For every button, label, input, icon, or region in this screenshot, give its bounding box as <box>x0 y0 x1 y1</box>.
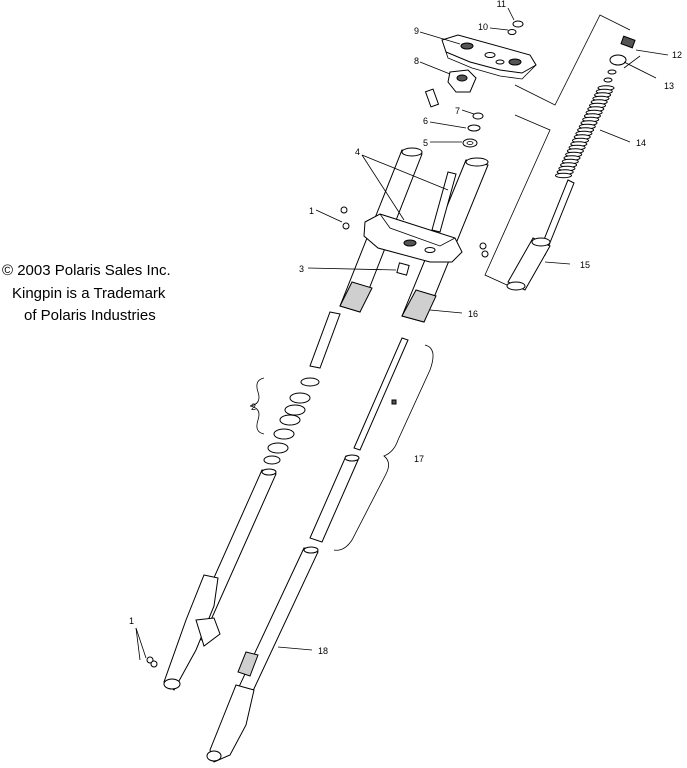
copyright-line-2: Kingpin is a Trademark <box>12 285 166 302</box>
callout-6: 6 <box>423 116 428 126</box>
callout-15: 15 <box>580 260 590 270</box>
callout-18: 18 <box>318 646 328 656</box>
callout-8: 8 <box>414 56 419 66</box>
copyright-line-3: of Polaris Industries <box>24 307 156 324</box>
callout-12: 12 <box>672 50 682 60</box>
callout-16: 16 <box>468 309 478 319</box>
callout-13: 13 <box>664 81 674 91</box>
callout-1-lower: 1 <box>129 616 134 626</box>
sleeve <box>506 237 551 291</box>
lower-triple-clamp <box>363 213 463 263</box>
callout-1-upper: 1 <box>309 206 314 216</box>
callout-7: 7 <box>455 106 460 116</box>
small-bolts <box>340 206 489 258</box>
ignition-bracket <box>424 69 477 108</box>
cap-fittings <box>507 20 524 35</box>
seal-stack <box>263 311 341 465</box>
brace-17 <box>333 344 434 551</box>
damper-rod <box>309 337 409 543</box>
spring-coil <box>555 172 572 179</box>
callout-5: 5 <box>423 138 428 148</box>
steering-stem-nut <box>396 262 410 276</box>
callout-10: 10 <box>478 22 488 32</box>
spring-assembly <box>603 35 636 83</box>
leader-bracket-mid <box>484 114 551 291</box>
copyright-line-1: © 2003 Polaris Sales Inc. <box>2 262 171 279</box>
top-clamp <box>441 34 537 80</box>
brace-2 <box>249 377 265 435</box>
spring-coils <box>555 85 615 179</box>
washer-stack <box>462 112 484 148</box>
callout-17: 17 <box>414 454 424 464</box>
callout-4: 4 <box>355 147 360 157</box>
leader-bracket-top <box>514 14 631 106</box>
callout-labels: 11 10 9 8 7 6 5 4 1 3 2 12 13 14 15 16 1… <box>129 0 682 656</box>
callout-14: 14 <box>636 138 646 148</box>
callout-9: 9 <box>414 26 419 36</box>
callout-2: 2 <box>251 402 256 412</box>
callout-3: 3 <box>299 264 304 274</box>
leader-lines <box>135 7 669 661</box>
lower-leg-left <box>146 468 277 691</box>
callout-11: 11 <box>497 0 506 9</box>
lower-leg-right <box>206 546 319 763</box>
